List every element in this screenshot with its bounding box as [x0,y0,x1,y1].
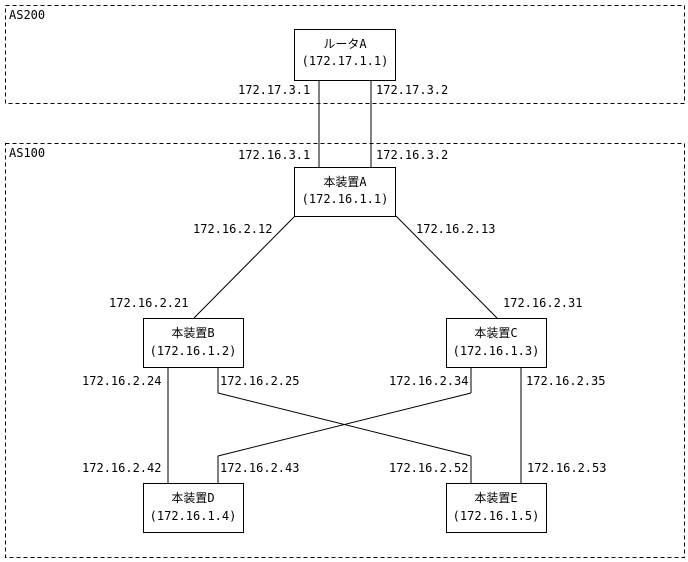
ip-label-172-16-3-2: 172.16.3.2 [376,148,448,162]
as200-boundary [5,5,685,104]
ip-label-172-16-2-42: 172.16.2.42 [82,461,161,475]
ip-label-172-16-2-12: 172.16.2.12 [193,222,272,236]
node-device-c-name: 本装置C [474,326,517,340]
node-device-d-name: 本装置D [171,491,214,505]
ip-label-172-17-3-2: 172.17.3.2 [376,83,448,97]
node-device-d-address: (172.16.1.4) [150,509,237,523]
link-device-c-device-d-cross [217,392,472,457]
node-device-a-name: 本装置A [323,175,367,189]
as100-boundary [5,143,685,558]
node-router-a: ルータA (172.17.1.1) [294,29,396,81]
node-device-d: 本装置D (172.16.1.4) [143,483,244,533]
link-device-a-device-b [193,215,296,319]
node-device-c-address: (172.16.1.3) [453,344,540,358]
node-device-b: 本装置B (172.16.1.2) [143,318,244,368]
ip-label-172-16-2-13: 172.16.2.13 [416,222,495,236]
ip-label-172-17-3-1: 172.17.3.1 [238,83,310,97]
node-device-a: 本装置A (172.16.1.1) [294,167,396,217]
link-device-a-device-c [395,215,498,319]
node-device-e-name: 本装置E [474,491,517,505]
ip-label-172-16-2-43: 172.16.2.43 [220,461,299,475]
ip-label-172-16-2-25: 172.16.2.25 [220,374,299,388]
as200-label: AS200 [9,8,45,22]
ip-label-172-16-2-35: 172.16.2.35 [526,374,605,388]
ip-label-172-16-3-1: 172.16.3.1 [238,148,310,162]
node-router-a-name: ルータA [323,37,367,51]
node-device-c: 本装置C (172.16.1.3) [446,318,547,368]
node-device-b-name: 本装置B [171,326,214,340]
ip-label-172-16-2-31: 172.16.2.31 [503,296,582,310]
node-device-a-address: (172.16.1.1) [302,192,389,206]
as100-label: AS100 [9,146,45,160]
ip-label-172-16-2-21: 172.16.2.21 [109,296,188,310]
ip-label-172-16-2-34: 172.16.2.34 [389,374,468,388]
ip-label-172-16-2-24: 172.16.2.24 [82,374,161,388]
node-device-b-address: (172.16.1.2) [150,344,237,358]
ip-label-172-16-2-53: 172.16.2.53 [527,461,606,475]
node-device-e: 本装置E (172.16.1.5) [446,483,547,533]
ip-label-172-16-2-52: 172.16.2.52 [389,461,468,475]
node-router-a-address: (172.17.1.1) [302,54,389,68]
node-device-e-address: (172.16.1.5) [453,509,540,523]
